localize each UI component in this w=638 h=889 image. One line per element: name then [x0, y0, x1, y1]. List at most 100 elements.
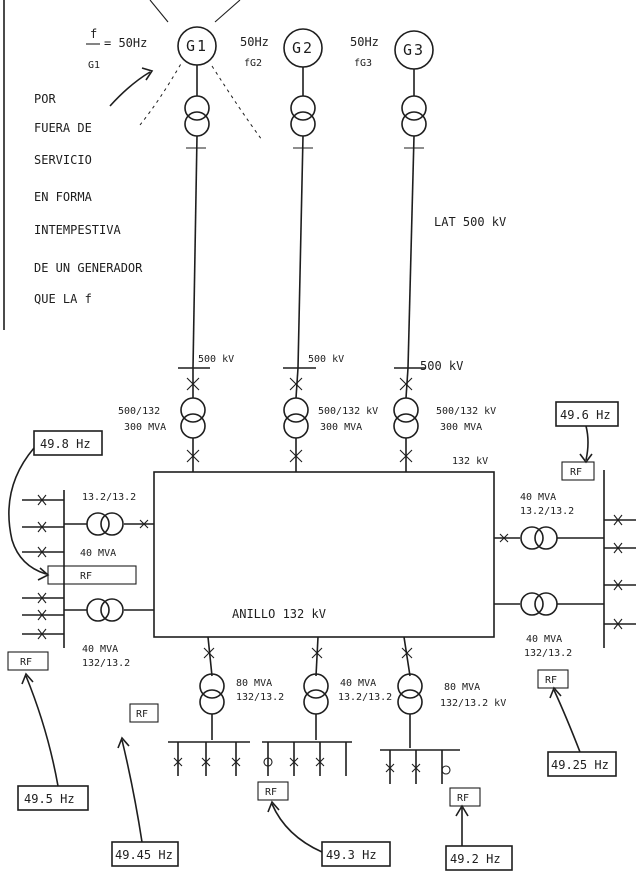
bottom-load-9-breaker — [411, 763, 421, 773]
t3-breaker-hv — [399, 377, 413, 391]
right-feeder-1-breaker — [499, 533, 509, 543]
right-xfmr-1-a — [520, 526, 544, 550]
relay-box-bottom-middle-label: RF — [265, 787, 277, 798]
arrow-setting-5-head — [117, 736, 130, 749]
setting-box-6 — [321, 841, 391, 867]
arrow-setting-3 — [553, 689, 581, 753]
t3-breaker-lv — [399, 449, 413, 463]
arrow-setting-2-head — [21, 672, 34, 685]
corner-mark-right — [214, 0, 241, 23]
g1-freq-value: = 50Hz — [104, 36, 147, 50]
transformer-500-132-3: 500/132 kV 300 MVA — [393, 367, 496, 472]
left-load-5-breaker — [37, 609, 47, 621]
relay-box-right-top-label: RF — [570, 467, 582, 478]
t1-ratio: 500/132 — [118, 406, 160, 417]
left-feeder-1-breaker — [139, 519, 149, 529]
right-xfmr-1-ratio: 13.2/13.2 — [520, 506, 574, 517]
setting-box-5-value: 49.45 Hz — [115, 848, 173, 862]
note-line-5: INTEMPESTIVA — [34, 223, 121, 237]
lat-line-label: LAT 500 kV — [434, 215, 506, 229]
bottom-xfmr-2-primary — [303, 673, 329, 699]
generator-g2: G2 — [283, 28, 323, 68]
setting-box-2-value: 49.5 Hz — [24, 792, 75, 806]
relay-box-bottom-left — [129, 703, 159, 723]
generator-g2-label: G2 — [292, 39, 314, 57]
g2-xfmr-secondary — [290, 111, 316, 137]
setting-box-7 — [445, 845, 513, 871]
right-xfmr-1-b — [534, 526, 558, 550]
bottom-load-5-breaker — [289, 757, 299, 767]
setting-box-7-value: 49.2 Hz — [450, 852, 501, 866]
t1-breaker-hv — [186, 377, 200, 391]
setting-box-3 — [547, 751, 617, 777]
bottom-feeder-1-breaker — [203, 647, 215, 659]
note-line-4: EN FORMA — [34, 190, 93, 204]
line-g3-500kv — [407, 135, 415, 369]
g3-xfmr-secondary — [401, 111, 427, 137]
bottom-load-4-relay — [263, 757, 273, 767]
left-load-4-breaker — [37, 592, 47, 604]
t3-primary — [393, 397, 419, 423]
arrow-setting-2 — [25, 675, 59, 787]
bottom-load-3-breaker — [231, 757, 241, 767]
setting-box-2 — [17, 785, 89, 811]
right-load-1-breaker — [613, 514, 623, 526]
setting-box-5 — [111, 841, 179, 867]
left-xfmr-1-power: 40 MVA — [80, 548, 116, 559]
bottom-feeder-2-breaker — [311, 647, 323, 659]
g2-freq-label: fG2 — [244, 58, 262, 69]
bottom-xfmr-2-ratio: 13.2/13.2 — [338, 692, 392, 703]
g1-cross-dash-b — [211, 65, 263, 141]
corner-mark — [149, 0, 169, 23]
note-line-7: QUE LA f — [34, 292, 92, 306]
frequency-settings: 49.8 Hz 49.5 Hz 49.25 Hz 49.6 Hz 49.45 H… — [17, 401, 619, 871]
right-xfmr-2-b — [534, 592, 558, 616]
relay-box-right-top — [561, 461, 595, 481]
transformer-500-132-1: 500/132 300 MVA — [118, 368, 206, 472]
arrow-setting-3-head — [549, 686, 562, 699]
bottom-feeder-3-breaker — [401, 647, 413, 659]
generator-g1-label: G1 — [186, 37, 208, 55]
note-arrowhead — [141, 67, 154, 81]
bottom-xfmr-1-primary — [199, 673, 225, 699]
line-g1-500kv — [192, 135, 198, 369]
left-xfmr-2-a — [100, 598, 124, 622]
left-load-2-breaker — [37, 521, 47, 533]
right-xfmr-2-a — [520, 592, 544, 616]
arrow-setting-7-head — [455, 804, 469, 817]
arrow-setting-4-head — [579, 453, 593, 464]
right-xfmr-2-power: 40 MVA — [526, 634, 562, 645]
setting-box-1 — [33, 430, 103, 456]
bottom-feeder-2 — [315, 636, 319, 677]
relay-box-bottom-middle — [257, 781, 289, 801]
right-load-4-breaker — [613, 618, 623, 630]
left-xfmr-2-b — [86, 598, 110, 622]
bottom-load-2-breaker — [201, 757, 211, 767]
bottom-xfmr-1-power: 80 MVA — [236, 678, 272, 689]
t2-breaker-hv — [289, 377, 303, 391]
outage-note: POR FUERA DE SERVICIO EN FORMA INTEMPEST… — [34, 92, 143, 306]
setting-box-4 — [555, 401, 619, 427]
right-xfmr-2-ratio: 132/13.2 — [524, 648, 572, 659]
bus-500kv-2-label: 500 kV — [308, 354, 344, 365]
bottom-xfmr-1-ratio: 132/13.2 — [236, 692, 284, 703]
bottom-load-1-breaker — [173, 757, 183, 767]
arrow-setting-6 — [271, 803, 323, 853]
generator-g3: G3 — [394, 30, 434, 70]
bottom-xfmr-2-secondary — [303, 689, 329, 715]
note-arrow — [109, 71, 151, 107]
ring-voltage-label: 132 kV — [452, 456, 488, 467]
relay-box-left-bottom-label: RF — [20, 657, 32, 668]
arrow-setting-4 — [585, 425, 589, 461]
g1-cross-dash-a — [139, 61, 183, 126]
arrow-setting-6-head — [267, 800, 280, 813]
bottom-xfmr-3-ratio: 132/13.2 kV — [440, 698, 506, 709]
frequency-relays: RF RF RF RF RF RF RF — [7, 461, 595, 807]
step-up-transformer-g1 — [184, 65, 210, 137]
setting-arrows — [8, 425, 593, 853]
note-line-3: SERVICIO — [34, 153, 92, 167]
right-load-3-breaker — [613, 579, 623, 591]
relay-box-bottom-left-label: RF — [136, 709, 148, 720]
g3-freq-label: fG3 — [354, 58, 372, 69]
relay-box-left-bottom — [7, 651, 49, 671]
